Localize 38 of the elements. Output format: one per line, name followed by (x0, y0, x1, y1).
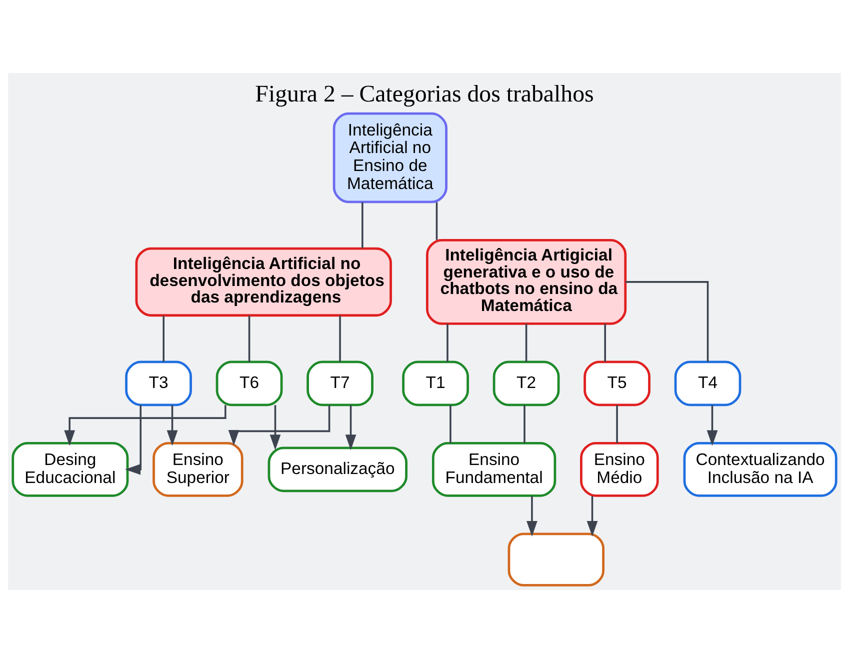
node-box: Ensino Médio (580, 441, 659, 496)
arrow (228, 404, 330, 446)
node-box: Inteligência Artigicial generativa e o uso de chatbots no ensino da Matemática (426, 238, 627, 324)
connector (626, 280, 709, 362)
connector (604, 323, 606, 362)
node-box: T5 (584, 360, 650, 406)
node-box: T6 (216, 360, 283, 406)
node-box (508, 532, 604, 586)
arrow (125, 404, 142, 474)
node-box: T3 (125, 360, 192, 406)
node-box: T1 (402, 360, 469, 406)
node-box: Inteligência Artificial no Ensino de Matemática (332, 112, 448, 203)
arrow (526, 495, 538, 536)
node-box: T7 (306, 360, 374, 406)
node-box: Personalização (268, 446, 408, 492)
node-box: Contextualizando Inclusão na IA (683, 441, 838, 496)
connector (436, 202, 438, 240)
node-box: Inteligência Artificial no desenvolvimento dos objetos das aprendizagens (135, 246, 392, 316)
arrow (706, 404, 718, 446)
connector (446, 323, 448, 362)
connector (339, 315, 341, 362)
arrow (270, 404, 281, 450)
node-box: Ensino Superior (152, 441, 244, 496)
node-box: Desing Educacional (12, 441, 129, 496)
diagram-title: Figura 2 – Categorias dos trabalhos (255, 81, 594, 108)
node-box: T2 (492, 360, 560, 406)
arrow (586, 495, 598, 536)
arrow (345, 404, 356, 450)
connector (362, 202, 364, 248)
connector (616, 404, 618, 443)
node-box: T4 (674, 360, 742, 406)
connector (162, 315, 164, 362)
connector (450, 404, 452, 443)
arrow (166, 404, 178, 446)
connector (524, 404, 526, 443)
connector (525, 323, 528, 362)
connector (248, 315, 250, 362)
node-box: Ensino Fundamental (432, 441, 556, 496)
